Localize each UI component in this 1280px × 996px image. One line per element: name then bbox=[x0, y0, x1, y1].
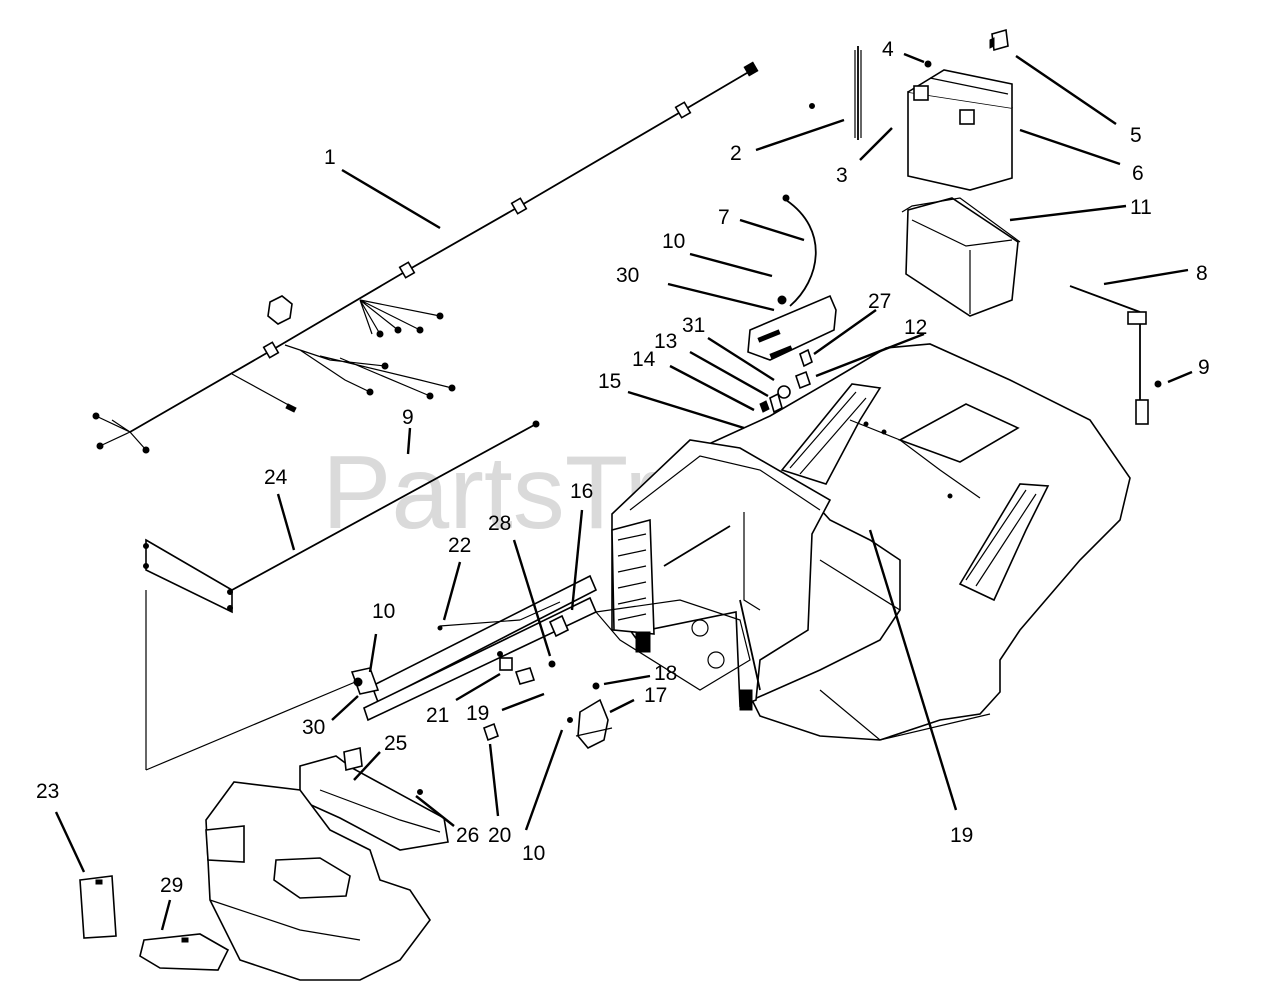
callout-14: 14 bbox=[632, 348, 656, 371]
callout-30-lower: 30 bbox=[302, 716, 325, 739]
callout-22: 22 bbox=[448, 534, 471, 557]
callout-3: 3 bbox=[836, 164, 848, 187]
callout-25: 25 bbox=[384, 732, 407, 755]
callout-16: 16 bbox=[570, 480, 593, 503]
callout-11: 11 bbox=[1130, 196, 1152, 219]
rail-bracket bbox=[363, 574, 598, 722]
rod-part-2 bbox=[854, 46, 862, 140]
callout-29: 29 bbox=[160, 874, 183, 897]
callout-6: 6 bbox=[1132, 162, 1144, 185]
callout-31: 31 bbox=[682, 314, 705, 337]
small-parts bbox=[483, 614, 613, 749]
callout-9-left: 9 bbox=[402, 406, 414, 429]
callout-12: 12 bbox=[904, 316, 927, 339]
callout-4: 4 bbox=[882, 38, 894, 61]
callout-23: 23 bbox=[36, 780, 59, 803]
wire-harness bbox=[92, 61, 815, 454]
callout-9-right: 9 bbox=[1198, 356, 1210, 379]
bracket-upper bbox=[747, 294, 837, 361]
callout-21: 21 bbox=[426, 704, 449, 727]
hood-rod bbox=[143, 420, 540, 771]
callout-1: 1 bbox=[324, 146, 336, 169]
console-panel bbox=[594, 439, 832, 711]
callout-10-upper: 10 bbox=[662, 230, 685, 253]
battery bbox=[907, 28, 1013, 191]
bracket-lower bbox=[350, 667, 380, 695]
leader-lines bbox=[54, 52, 1193, 931]
cable-part-7 bbox=[777, 194, 817, 307]
callout-19-right: 19 bbox=[950, 824, 973, 847]
callout-2: 2 bbox=[730, 142, 742, 165]
callout-18: 18 bbox=[654, 662, 677, 685]
battery-cable bbox=[1069, 285, 1162, 425]
callout-15: 15 bbox=[598, 370, 621, 393]
callout-30-upper: 30 bbox=[616, 264, 639, 287]
headlight-assembly bbox=[299, 747, 449, 851]
callout-17: 17 bbox=[644, 684, 667, 707]
hood-nose bbox=[79, 781, 431, 981]
callout-13: 13 bbox=[654, 330, 677, 353]
callout-24: 24 bbox=[264, 466, 288, 489]
callout-28: 28 bbox=[488, 512, 511, 535]
callout-5: 5 bbox=[1130, 124, 1142, 147]
battery-tray bbox=[901, 197, 1021, 317]
fender-body bbox=[697, 343, 1131, 741]
callout-10-mid: 10 bbox=[372, 600, 395, 623]
callout-27: 27 bbox=[868, 290, 891, 313]
callout-19-lower: 19 bbox=[466, 702, 489, 725]
callout-8: 8 bbox=[1196, 262, 1208, 285]
callout-26: 26 bbox=[456, 824, 479, 847]
callout-7: 7 bbox=[718, 206, 730, 229]
callout-20: 20 bbox=[488, 824, 511, 847]
callouts: 1 2 3 4 5 6 11 7 10 8 30 27 31 12 13 14 … bbox=[36, 38, 1210, 897]
callout-10-lower: 10 bbox=[522, 842, 545, 865]
